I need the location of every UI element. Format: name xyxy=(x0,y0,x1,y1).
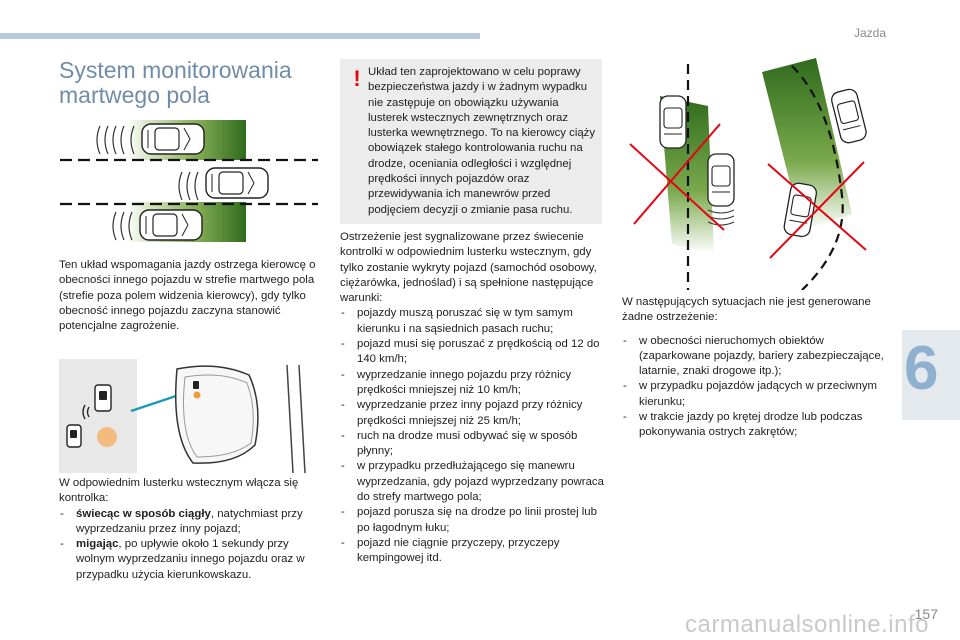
condition-item: w przypadku przedłużającego się manewru … xyxy=(340,459,604,505)
car-center xyxy=(205,167,269,199)
conditions-intro: Ostrzeżenie jest sygnalizowane przez świ… xyxy=(340,231,597,305)
intro-paragraph: Ten układ wspomagania jazdy ostrzega kie… xyxy=(59,259,316,333)
mirror-item-steady-bold: świecąc w sposób ciągły xyxy=(76,507,211,520)
no-warning-item: w obecności nieruchomych obiektów (zapar… xyxy=(622,334,892,380)
mirror-item-flashing-bold: migając xyxy=(76,538,119,551)
condition-item: pojazd nie ciągnie przyczepy, przyczepy … xyxy=(340,536,604,567)
mirror-item-flashing: migając, po upływie około 1 sekundy przy… xyxy=(59,537,321,583)
title-line-2: martwego pola xyxy=(59,82,210,108)
blind-spot-zones-figure xyxy=(60,120,318,242)
condition-item: pojazd porusza się na drodze po linii pr… xyxy=(340,505,604,536)
chapter-tab xyxy=(902,330,960,420)
mirror-text-intro: W odpowiednim lusterku wstecznym włącza … xyxy=(59,477,299,505)
condition-item: pojazdy muszą poruszać się w tym samym k… xyxy=(340,306,604,337)
page-number: 157 xyxy=(914,606,938,622)
condition-item: wyprzedzanie innego pojazdu przy różnicy… xyxy=(340,368,604,399)
no-warning-block: W następujących sytuacjach nie jest gene… xyxy=(622,295,892,441)
warning-icon: ! xyxy=(353,66,361,91)
side-mirror xyxy=(174,365,259,464)
chapter-number: 6 xyxy=(904,334,939,403)
watermark: carmanualsonline.info xyxy=(685,611,929,638)
car-bottom-left xyxy=(139,209,203,241)
conditions-block: Ostrzeżenie jest sygnalizowane przez świ… xyxy=(340,230,604,567)
mirror-text-block: W odpowiednim lusterku wstecznym włącza … xyxy=(59,476,321,583)
section-name: Jazda xyxy=(853,26,886,40)
warning-box xyxy=(340,59,602,224)
no-warning-intro: W następujących sytuacjach nie jest gene… xyxy=(622,296,871,324)
header-bar xyxy=(0,33,480,39)
warning-text: Układ ten zaprojektowano w celu poprawy … xyxy=(368,66,596,216)
blind-spot-warning-icon xyxy=(66,384,112,448)
condition-item: ruch na drodze musi odbywać się w sposób… xyxy=(340,429,604,460)
condition-item: wyprzedzanie przez inny pojazd przy różn… xyxy=(340,398,604,429)
mirror-item-steady-rest: , natychmiast przy wyprzedzaniu przez in… xyxy=(76,507,303,535)
mirror-item-steady: świecąc w sposób ciągły, natychmiast prz… xyxy=(59,507,321,538)
indicator-light xyxy=(97,427,117,447)
no-warning-item: w przypadku pojazdów jadących w przeciwn… xyxy=(622,379,892,410)
no-warning-situations-figure xyxy=(629,58,869,290)
car-top-left xyxy=(141,123,205,155)
no-warning-item: w trakcie jazdy po krętej drodze lub pod… xyxy=(622,410,892,441)
page-title: System monitorowania martwego pola xyxy=(59,58,292,108)
condition-item: pojazd musi się poruszać z prędkością od… xyxy=(340,337,604,368)
mirror-indicator-figure xyxy=(59,359,321,473)
title-line-1: System monitorowania xyxy=(59,57,292,83)
mirror-item-flashing-rest: , po upływie około 1 sekundy przy wolnym… xyxy=(76,538,305,581)
